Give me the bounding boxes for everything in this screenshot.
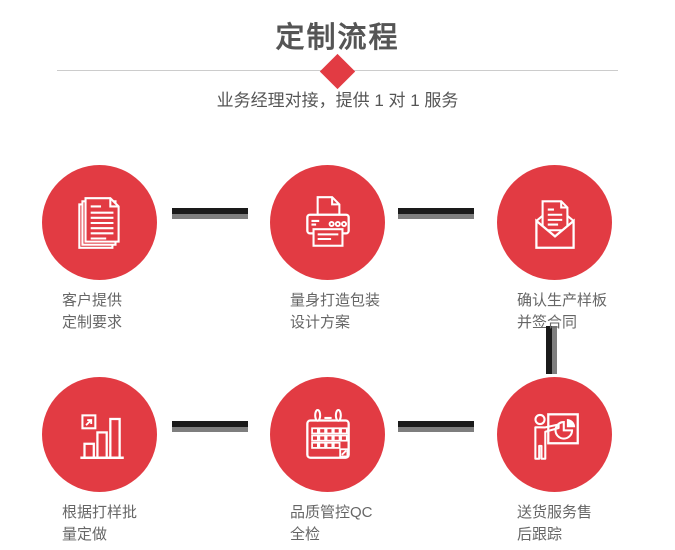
step-delivery-after-sales: 送货服务售 后跟踪 xyxy=(497,377,627,546)
step-label: 客户提供 定制要求 xyxy=(62,290,172,334)
step-label-line1: 量身打造包装 xyxy=(290,292,381,309)
step-label-line2: 设计方案 xyxy=(290,314,351,331)
step-label: 量身打造包装 设计方案 xyxy=(290,290,400,334)
step-circle xyxy=(42,377,157,492)
calendar-icon xyxy=(305,408,350,459)
step-label-line1: 客户提供 xyxy=(62,292,123,309)
printer-icon xyxy=(305,195,350,247)
step-circle xyxy=(42,165,157,280)
step-label-line2: 并签合同 xyxy=(517,314,578,331)
presentation-icon xyxy=(533,412,579,460)
connector-step3-step6 xyxy=(546,326,557,374)
envelope-icon xyxy=(534,199,575,249)
page-title: 定制流程 xyxy=(275,22,400,54)
step-label: 根据打样批 量定做 xyxy=(62,502,172,546)
step-label-line1: 确认生产样板 xyxy=(517,292,608,309)
step-circle xyxy=(497,165,612,280)
step-label-line1: 品质管控QC xyxy=(290,504,373,521)
step-label: 品质管控QC 全检 xyxy=(290,502,400,546)
step-label-line1: 送货服务售 xyxy=(517,504,593,521)
step-confirm-sample-contract: 确认生产样板 并签合同 xyxy=(497,165,627,334)
step-label-line2: 后跟踪 xyxy=(517,526,563,543)
connector-step2-step3 xyxy=(398,208,474,219)
step-quality-control: 品质管控QC 全检 xyxy=(270,377,400,546)
step-label: 送货服务售 后跟踪 xyxy=(517,502,627,546)
step-label-line2: 定制要求 xyxy=(62,314,123,331)
step-packaging-design: 量身打造包装 设计方案 xyxy=(270,165,400,334)
step-label-line1: 根据打样批 xyxy=(62,504,138,521)
connector-step1-step2 xyxy=(172,208,248,219)
step-circle xyxy=(270,377,385,492)
connector-step5-step6 xyxy=(398,421,474,432)
bar-chart-icon xyxy=(79,413,124,459)
diamond-icon xyxy=(319,53,356,90)
step-batch-production: 根据打样批 量定做 xyxy=(42,377,172,546)
step-label-line2: 量定做 xyxy=(62,526,108,543)
documents-icon xyxy=(77,196,120,249)
step-customer-requirements: 客户提供 定制要求 xyxy=(42,165,172,334)
step-circle xyxy=(497,377,612,492)
step-label-line2: 全检 xyxy=(290,526,321,543)
subtitle: 业务经理对接，提供 1 对 1 服务 xyxy=(216,91,459,110)
step-label: 确认生产样板 并签合同 xyxy=(517,290,627,334)
connector-step4-step5 xyxy=(172,421,248,432)
step-circle xyxy=(270,165,385,280)
